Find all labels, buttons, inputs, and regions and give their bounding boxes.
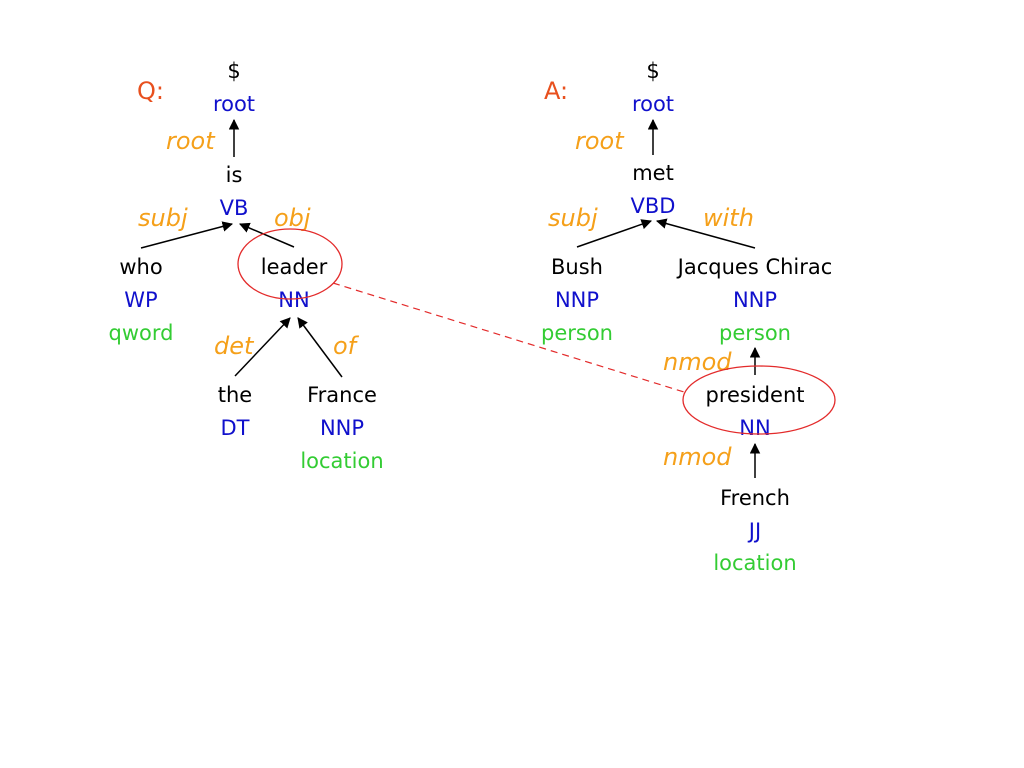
q-root-symbol: $ [227, 59, 240, 83]
a-with-rel: with [703, 204, 754, 232]
a-subj-rel: subj [548, 204, 598, 232]
answer-header: A: [544, 77, 568, 105]
a-highlight-circle [682, 365, 836, 435]
q-of-rel: of [333, 332, 360, 360]
q-det-word: the [218, 383, 252, 407]
q-det-pos: DT [221, 416, 250, 440]
q-highlight-circle [237, 228, 343, 300]
q-det-edge [234, 317, 291, 377]
q-obj-edge [239, 222, 295, 248]
a-subject-entity: person [541, 321, 613, 345]
a-verb-word: met [632, 161, 674, 185]
question-tree: Q: $ root root is VB subj obj who WP qwo… [109, 59, 384, 473]
a-object-pos: NNP [733, 288, 777, 312]
q-pobj-pos: NNP [320, 416, 364, 440]
q-subject-pos: WP [124, 288, 157, 312]
a-root-rel: root [575, 127, 625, 155]
a-object-word: Jacques Chirac [676, 255, 833, 279]
a-adj-word: French [720, 486, 790, 510]
a-modifier-pos: NN [739, 416, 770, 440]
a-adj-entity: location [713, 551, 796, 575]
a-subj-edge [576, 219, 652, 248]
q-root-rel: root [166, 127, 216, 155]
q-subj-edge [140, 221, 234, 249]
a-nmod-rel-1: nmod [663, 348, 732, 376]
q-subj-rel: subj [138, 204, 188, 232]
a-adj-pos: JJ [747, 519, 761, 543]
a-root-symbol: $ [646, 59, 659, 83]
a-subject-pos: NNP [555, 288, 599, 312]
a-object-entity: person [719, 321, 791, 345]
q-root-tag: root [213, 92, 255, 116]
q-subject-word: who [119, 255, 162, 279]
answer-tree: A: $ root root met VBD subj with Bush NN… [541, 59, 836, 575]
q-obj-rel: obj [274, 204, 311, 232]
a-subject-word: Bush [551, 255, 603, 279]
q-object-pos: NN [278, 288, 309, 312]
a-with-edge [655, 218, 756, 249]
alignment-link [332, 282, 685, 393]
a-verb-pos: VBD [631, 194, 676, 218]
a-root-tag: root [632, 92, 674, 116]
q-pobj-word: France [307, 383, 377, 407]
q-verb-word: is [226, 163, 243, 187]
q-subject-entity: qword [109, 321, 174, 345]
a-modifier-word: president [706, 383, 805, 407]
a-nmod-rel-2: nmod [663, 443, 732, 471]
q-verb-pos: VB [220, 196, 249, 220]
q-object-word: leader [261, 255, 328, 279]
question-header: Q: [137, 77, 164, 105]
q-of-edge [297, 317, 343, 378]
q-det-rel: det [214, 332, 255, 360]
q-pobj-entity: location [300, 449, 383, 473]
